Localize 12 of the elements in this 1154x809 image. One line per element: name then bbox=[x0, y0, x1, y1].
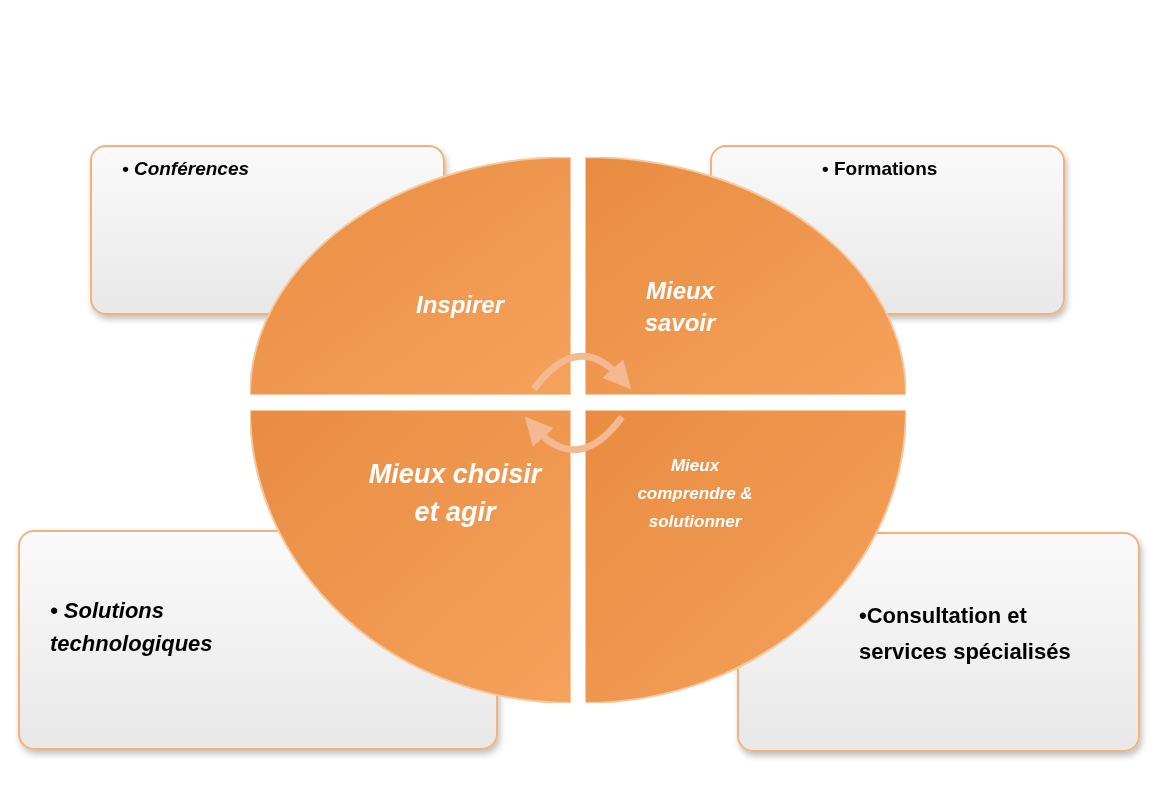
bullet-item: • Conférences bbox=[122, 157, 251, 181]
bullet-item: • Formations bbox=[822, 157, 939, 181]
segment-label: Inspirer bbox=[415, 290, 506, 320]
bullet-item: •Consultation et services spécialisés bbox=[859, 602, 1072, 666]
cycle-arrow bbox=[531, 352, 632, 392]
segment-label: Mieux savoir bbox=[643, 276, 718, 338]
quadrant-segment bbox=[250, 157, 571, 395]
cycle-arrow bbox=[524, 414, 625, 454]
segment-label: Mieux choisir et agir bbox=[367, 458, 544, 529]
bullet-item: • Solutions technologiques bbox=[50, 597, 214, 658]
quadrant-segment bbox=[250, 410, 571, 703]
segment-label: Mieux comprendre & solutionner bbox=[636, 455, 754, 533]
